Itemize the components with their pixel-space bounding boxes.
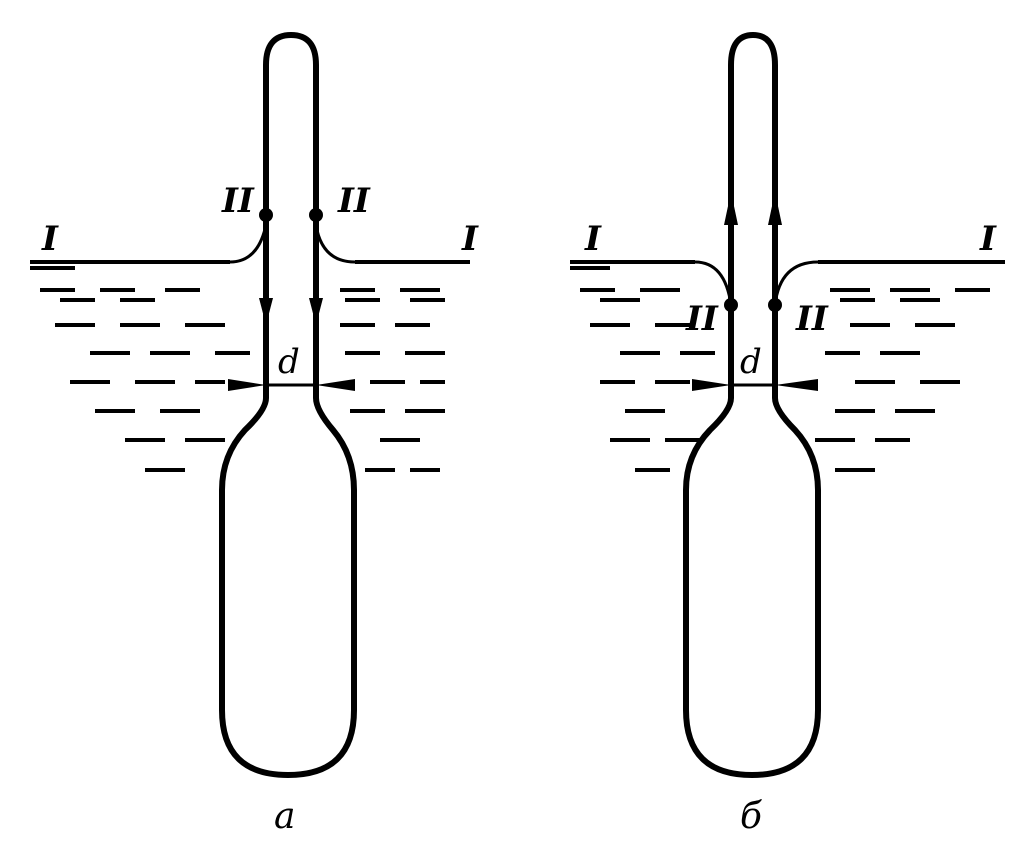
diameter-label: d (740, 342, 762, 382)
up-arrow-left-icon (724, 192, 738, 225)
liquid-hatching (30, 260, 470, 472)
contact-point-left (259, 208, 273, 222)
panel-b: I I II II d б (570, 32, 1005, 837)
panel-a: I I II II d а (30, 32, 479, 837)
up-arrow-right-icon (768, 192, 782, 225)
diameter-arrow-left-icon (228, 379, 266, 391)
diameter-arrow-right-icon (316, 379, 355, 391)
panel-caption-b: б (740, 796, 763, 837)
contact-point-right (768, 298, 782, 312)
level-label-left: I (584, 219, 602, 259)
meniscus-right (314, 223, 357, 264)
float-outline (683, 32, 821, 778)
point-label-left: II (221, 181, 255, 221)
level-label-right: I (979, 219, 997, 259)
level-label-left: I (41, 219, 59, 259)
diameter-label: d (278, 342, 300, 382)
point-label-left: II (685, 299, 719, 339)
down-arrow-left-icon (259, 298, 273, 325)
level-label-right: I (461, 219, 479, 259)
point-label-right: II (337, 181, 371, 221)
liquid-hatching (570, 260, 1005, 472)
diameter-arrow-right-icon (775, 379, 818, 391)
down-arrow-right-icon (309, 298, 323, 325)
meniscus-left (228, 223, 268, 264)
diameter-arrow-left-icon (692, 379, 731, 391)
panel-caption-a: а (274, 796, 295, 837)
float-outline (219, 32, 357, 778)
point-label-right: II (795, 299, 829, 339)
contact-point-right (309, 208, 323, 222)
contact-point-left (724, 298, 738, 312)
